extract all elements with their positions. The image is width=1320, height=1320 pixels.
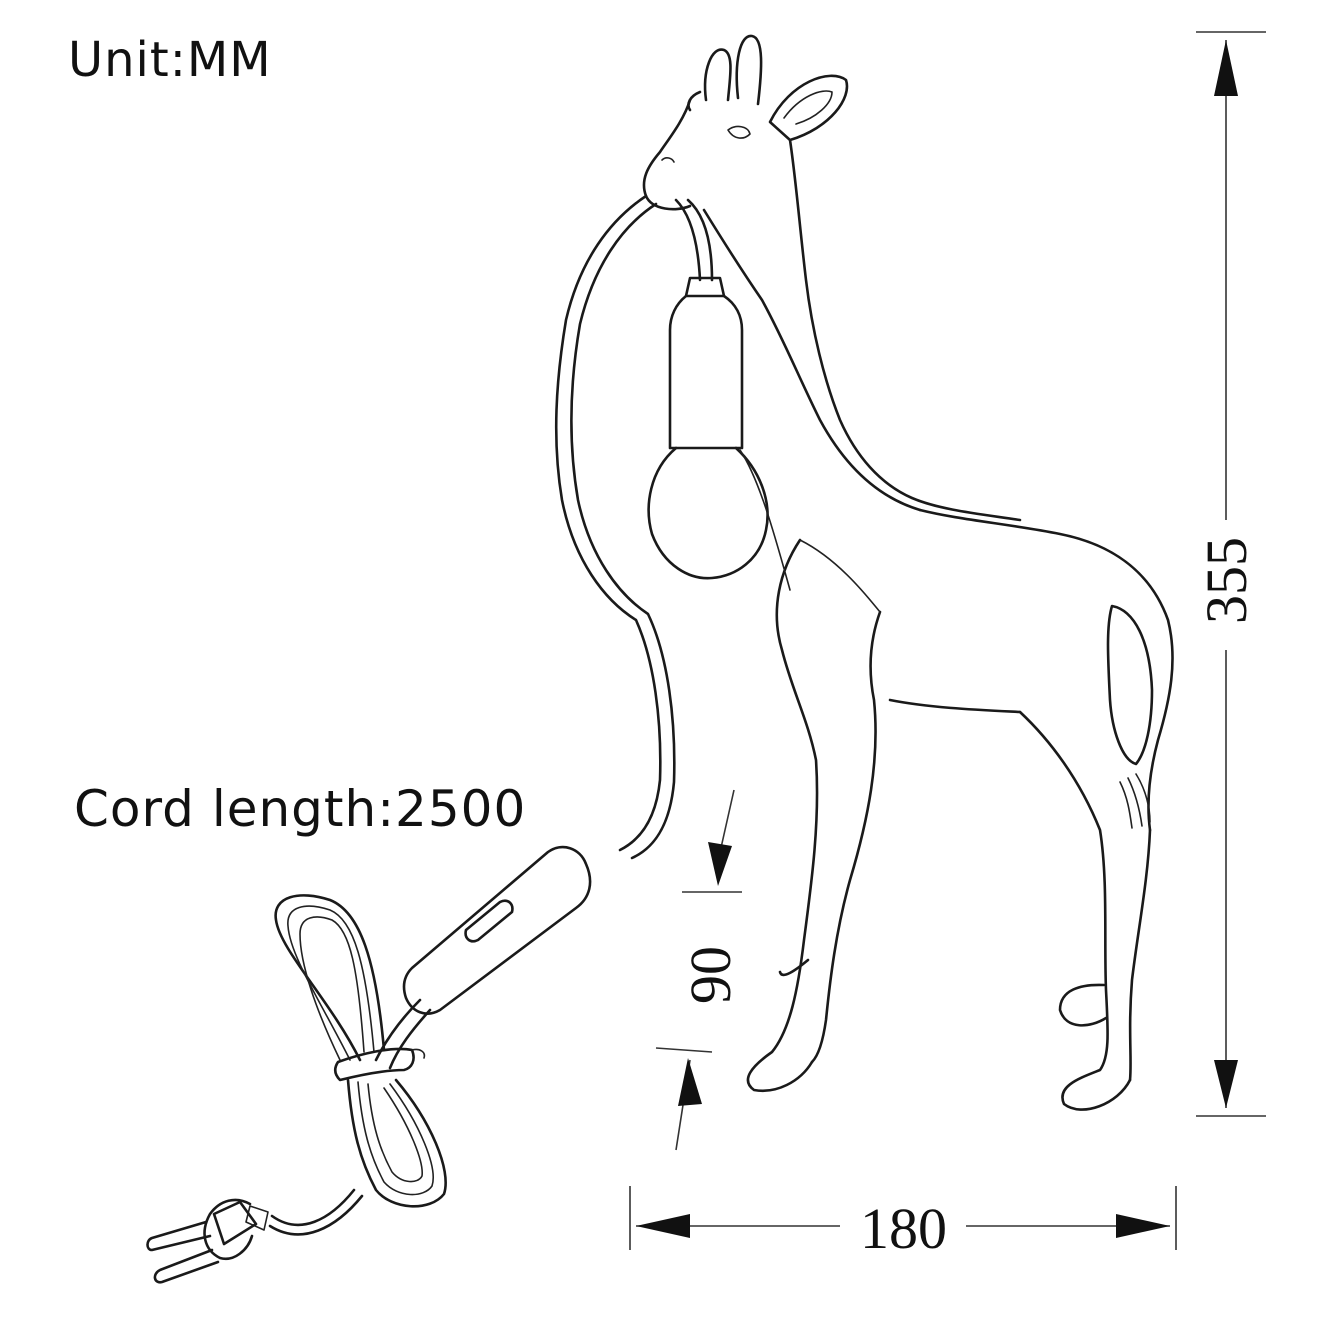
height-dimension: 355 [1194, 31, 1266, 1117]
leg-arrow-bottom [678, 1058, 702, 1106]
plug-assembly [146, 1188, 364, 1284]
height-value: 355 [1194, 537, 1259, 624]
unit-label: Unit:MM [68, 32, 272, 88]
inline-switch [374, 845, 592, 1070]
leg-arrow-top [708, 842, 732, 886]
height-arrow-bottom [1214, 1060, 1238, 1108]
leg-value: 90 [678, 946, 743, 1004]
giraffe-outline [642, 34, 1174, 1111]
width-arrow-right [1116, 1214, 1170, 1238]
width-arrow-left [636, 1214, 690, 1238]
width-dimension: 180 [629, 1186, 1177, 1261]
leg-dimension: 90 [655, 789, 743, 1151]
height-arrow-top [1214, 40, 1238, 96]
switch-toggle [464, 899, 514, 943]
lamp-assembly [554, 194, 791, 860]
width-value: 180 [860, 1196, 947, 1261]
cord-length-label: Cord length:2500 [74, 780, 527, 838]
coiled-cord [274, 894, 447, 1208]
